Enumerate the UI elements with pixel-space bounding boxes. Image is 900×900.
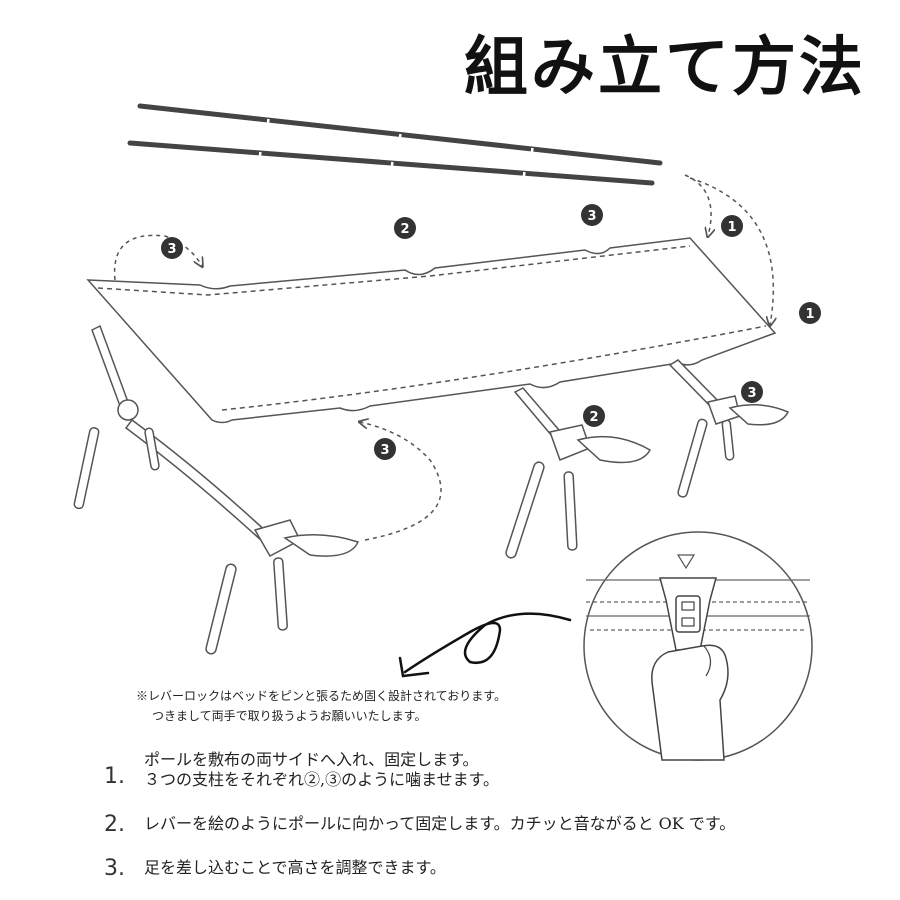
marker-2-top: 2 bbox=[394, 217, 416, 239]
arrow-pole-insert-right bbox=[689, 177, 773, 325]
note-pointer-arrow bbox=[398, 612, 572, 678]
leg bbox=[73, 427, 100, 510]
leg bbox=[144, 427, 160, 471]
svg-text:3: 3 bbox=[587, 209, 596, 224]
lever-detail-inset bbox=[583, 531, 813, 761]
leg bbox=[677, 418, 708, 498]
note-line-2: つきまして両手で取り扱うようお願いいたします。 bbox=[152, 709, 427, 723]
guide-arrows bbox=[113, 174, 774, 541]
poles bbox=[127, 103, 663, 186]
triangle-indicator-icon bbox=[676, 554, 696, 570]
marker-1-right: 1 bbox=[799, 302, 821, 324]
markers: 1 1 2 3 3 2 3 3 bbox=[161, 204, 821, 460]
frame-left bbox=[73, 324, 360, 655]
leg bbox=[205, 563, 237, 655]
marker-1-top: 1 bbox=[721, 215, 743, 237]
svg-text:3: 3 bbox=[380, 443, 389, 458]
svg-text:3: 3 bbox=[167, 242, 176, 257]
hand-icon bbox=[651, 644, 729, 761]
arrow-bottom-notch bbox=[360, 422, 442, 541]
step-number: 1. bbox=[104, 764, 125, 789]
leg bbox=[721, 419, 735, 461]
lever-lock-note: ※レバーロックはベッドをピンと張るため固く設計されております。 つきまして両手で… bbox=[136, 686, 506, 726]
arrow-left-notch bbox=[113, 234, 202, 281]
marker-2-middle: 2 bbox=[583, 405, 605, 427]
step-text: レバーを絵のようにポールに向かって固定します。カチッと音ながると OK です。 bbox=[144, 814, 736, 833]
cot-fabric bbox=[86, 237, 777, 424]
marker-3-bottom: 3 bbox=[374, 438, 396, 460]
page-title: 組み立て方法 bbox=[464, 30, 866, 105]
step-number: 3. bbox=[104, 856, 125, 881]
pole-lower bbox=[127, 140, 655, 186]
frame-middle bbox=[505, 387, 652, 559]
marker-3-left: 3 bbox=[161, 237, 183, 259]
svg-text:2: 2 bbox=[400, 222, 409, 237]
leg bbox=[273, 557, 288, 631]
arrow-pole-insert bbox=[684, 174, 711, 236]
step-number: 2. bbox=[104, 812, 125, 837]
leg bbox=[563, 471, 578, 551]
step-text: ポールを敷布の両サイドへ入れ、固定します。 ３つの支柱をそれぞれ②,③のように噛… bbox=[144, 750, 500, 789]
marker-3-right: 3 bbox=[741, 381, 763, 403]
svg-text:1: 1 bbox=[727, 220, 736, 235]
step-text: 足を差し込むことで高さを調整できます。 bbox=[144, 858, 446, 877]
leg bbox=[505, 461, 545, 559]
frame-right bbox=[668, 359, 790, 498]
svg-text:2: 2 bbox=[589, 410, 598, 425]
svg-text:3: 3 bbox=[747, 386, 756, 401]
note-line-1: ※レバーロックはベッドをピンと張るため固く設計されております。 bbox=[136, 689, 507, 703]
svg-text:1: 1 bbox=[805, 307, 814, 322]
marker-3-top: 3 bbox=[581, 204, 603, 226]
